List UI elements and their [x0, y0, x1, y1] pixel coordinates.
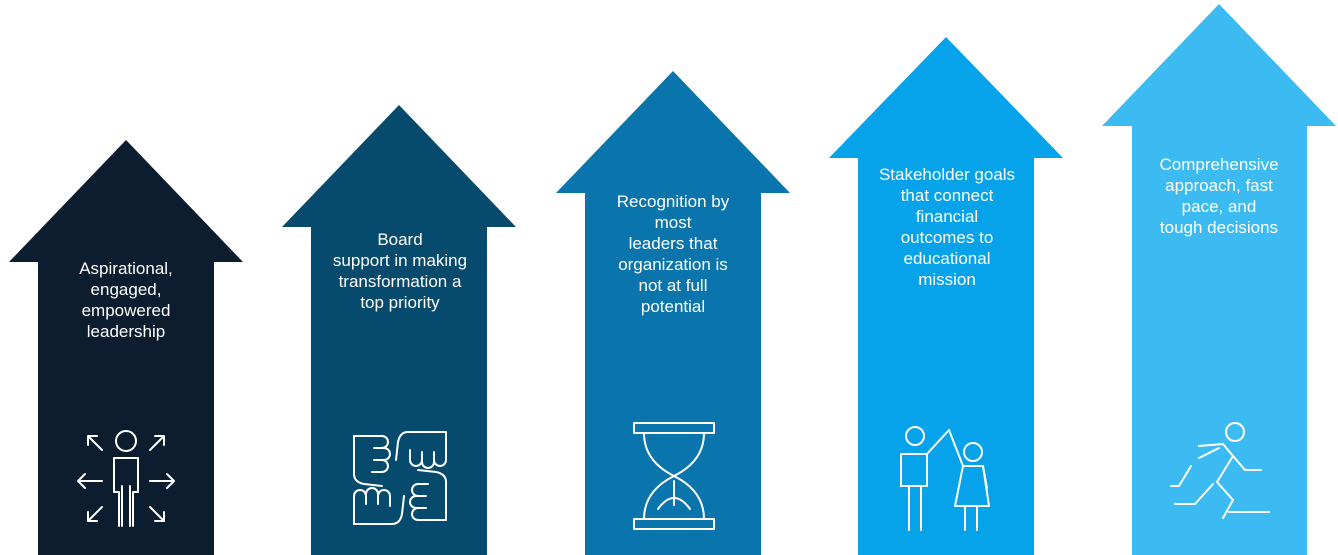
arrow-label: Recognition by most leaders that organiz… — [616, 192, 730, 316]
arrow-label: Stakeholder goals that connect financial… — [878, 165, 1016, 289]
running-person-icon — [1169, 420, 1273, 519]
arrow-shape — [556, 71, 790, 555]
arrow-shape — [9, 140, 243, 555]
arrow-shape — [1102, 4, 1336, 555]
arrow-shape — [829, 37, 1063, 555]
arrow-label: Aspirational, engaged, empowered leaders… — [79, 259, 173, 341]
arrow-shape — [282, 105, 516, 555]
arrow-label: Comprehensive approach, fast pace, and t… — [1159, 155, 1279, 237]
hourglass-icon — [628, 421, 720, 536]
high-five-icon — [897, 424, 1003, 537]
hands-together-icon — [348, 426, 452, 535]
person-empowerment-icon — [74, 426, 178, 535]
arrow-label: Board support in making transformation a… — [332, 230, 468, 312]
